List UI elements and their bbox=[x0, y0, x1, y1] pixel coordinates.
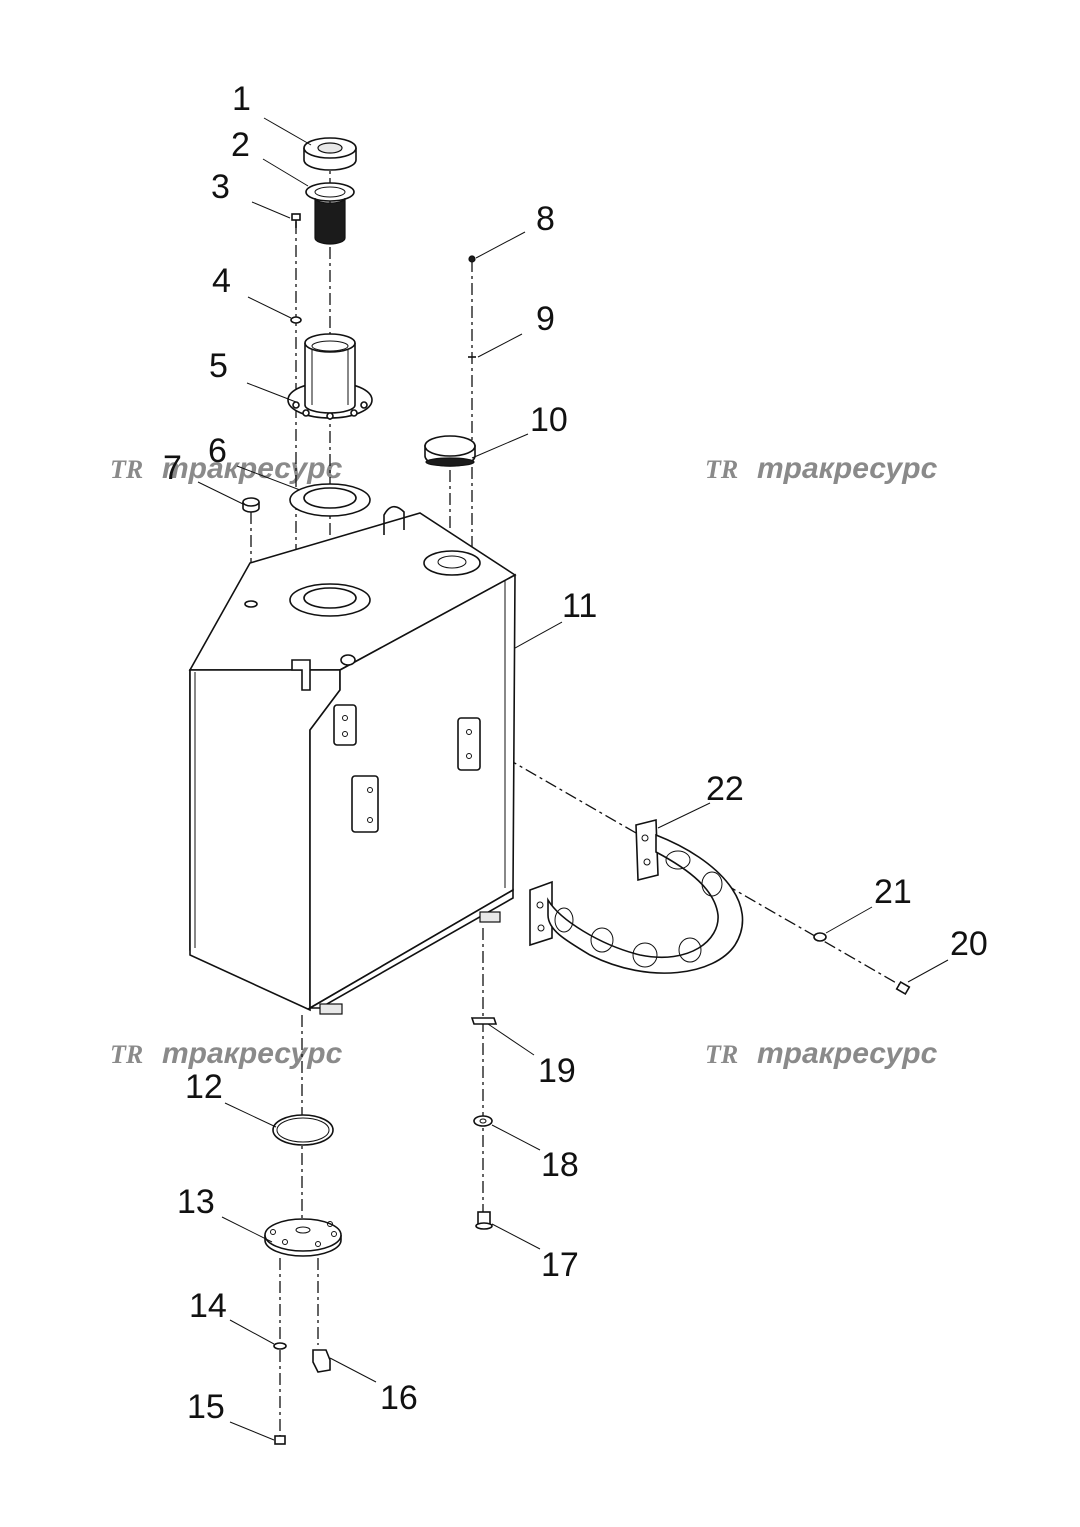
callout-15: 15 bbox=[187, 1388, 225, 1426]
part-16-sensor bbox=[312, 1349, 331, 1373]
part-7-breather bbox=[242, 497, 260, 513]
watermark-text: тракресурс bbox=[757, 452, 938, 485]
callout-19: 19 bbox=[538, 1052, 576, 1090]
part-8-screw bbox=[468, 255, 476, 263]
watermark-logo: TR bbox=[110, 1040, 143, 1069]
callout-2: 2 bbox=[231, 126, 250, 164]
callout-21: 21 bbox=[874, 873, 912, 911]
callout-1: 1 bbox=[232, 80, 251, 118]
part-11-tank bbox=[188, 505, 517, 1015]
part-17-bolt bbox=[475, 1211, 493, 1230]
part-18-washer bbox=[473, 1115, 493, 1127]
part-20-bolt bbox=[895, 980, 911, 996]
callout-labels: 1 2 3 4 5 6 7 8 9 10 11 22 21 20 19 12 1… bbox=[163, 80, 988, 1426]
part-5-filler-neck bbox=[287, 333, 373, 420]
callout-22: 22 bbox=[706, 770, 744, 808]
watermark-text: тракресурс bbox=[757, 1037, 938, 1070]
callout-17: 17 bbox=[541, 1246, 579, 1284]
part-4-washer bbox=[290, 316, 302, 324]
callout-11: 11 bbox=[562, 587, 597, 625]
watermark-bottom-left: TR тракресурс bbox=[110, 1037, 343, 1070]
watermark-text: тракресурс bbox=[162, 1037, 343, 1070]
part-3-bolt bbox=[291, 213, 301, 228]
part-22-strap-bracket bbox=[529, 818, 744, 974]
watermark-logo: TR bbox=[705, 455, 738, 484]
callout-16: 16 bbox=[380, 1379, 418, 1417]
callout-12: 12 bbox=[185, 1068, 223, 1106]
callout-8: 8 bbox=[536, 200, 555, 238]
callout-5: 5 bbox=[209, 347, 228, 385]
callout-10: 10 bbox=[530, 401, 568, 439]
watermark-logo: TR bbox=[110, 455, 143, 484]
watermark-top-left: TR тракресурс bbox=[110, 452, 343, 485]
watermark-bottom-right: TR тракресурс bbox=[705, 1037, 938, 1070]
callout-14: 14 bbox=[189, 1287, 227, 1325]
part-19-plate bbox=[470, 1017, 498, 1025]
part-6-gasket bbox=[289, 483, 371, 517]
part-12-o-ring bbox=[272, 1114, 334, 1146]
watermark-top-right: TR тракресурс bbox=[705, 452, 938, 485]
leader-lines bbox=[197, 117, 949, 1441]
callout-18: 18 bbox=[541, 1146, 579, 1184]
callout-4: 4 bbox=[212, 262, 231, 300]
callout-13: 13 bbox=[177, 1183, 215, 1221]
callout-3: 3 bbox=[211, 168, 230, 206]
callout-6: 6 bbox=[208, 432, 227, 470]
part-15-bolt bbox=[274, 1435, 286, 1445]
part-1-filler-cap bbox=[303, 137, 357, 171]
part-2-strainer bbox=[305, 182, 355, 245]
part-10-cover bbox=[424, 435, 476, 467]
callout-9: 9 bbox=[536, 300, 555, 338]
callout-7: 7 bbox=[163, 449, 182, 487]
callout-20: 20 bbox=[950, 925, 988, 963]
part-14-washer bbox=[273, 1342, 287, 1350]
watermark-text: тракресурс bbox=[162, 452, 343, 485]
part-13-flange bbox=[264, 1218, 342, 1257]
watermark-logo: TR bbox=[705, 1040, 738, 1069]
part-21-washer bbox=[813, 932, 827, 942]
